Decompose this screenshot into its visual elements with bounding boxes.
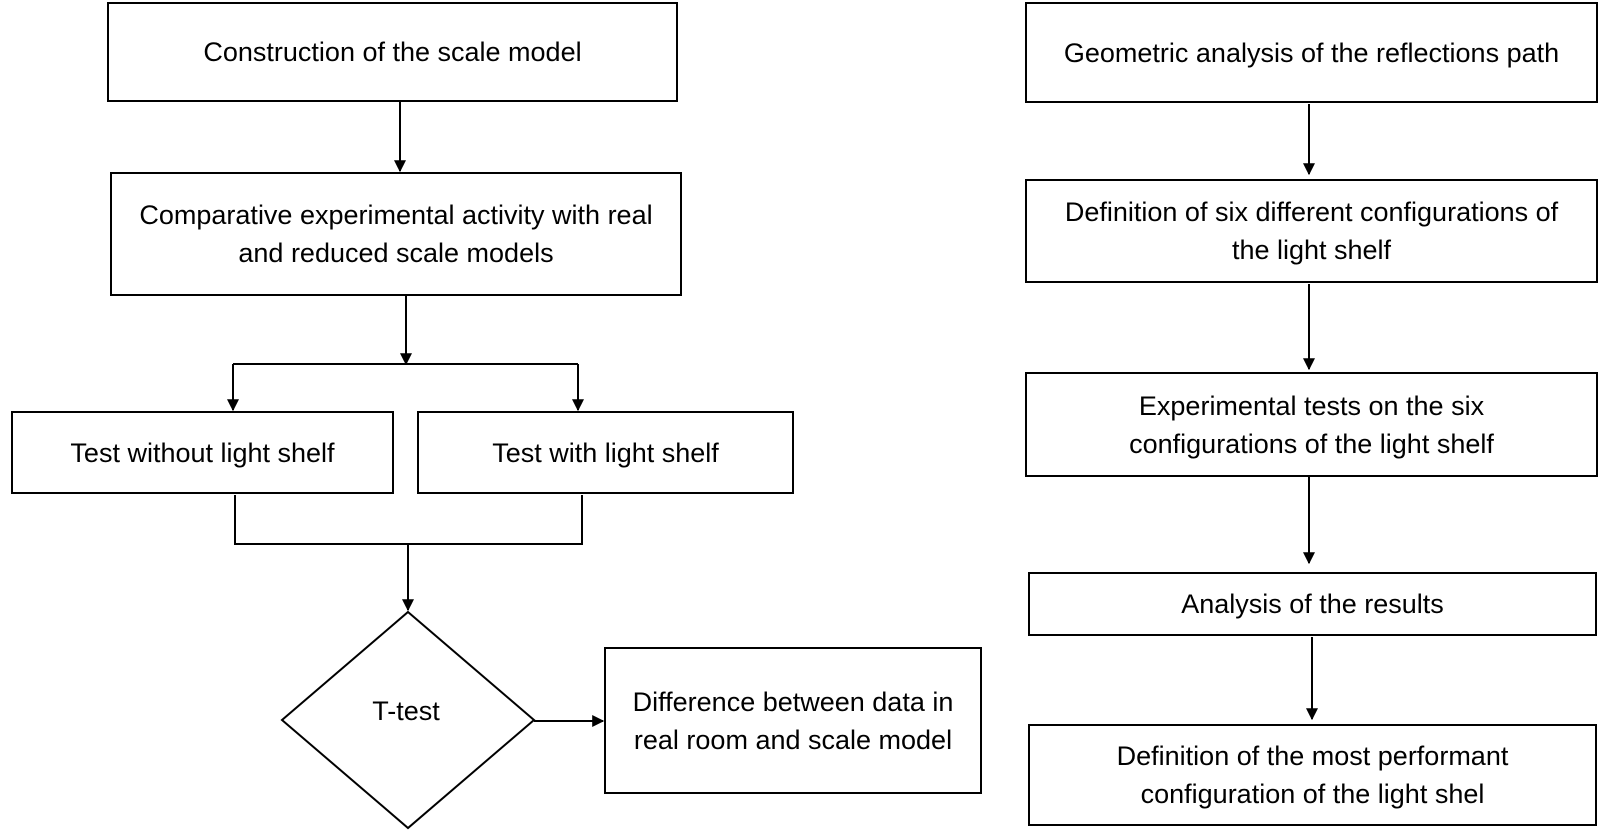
definition-six-label: Definition of six different configuratio… [1064,197,1559,265]
comparative-box: Comparative experimental activity with r… [110,172,682,296]
most-performant-box: Definition of the most performant config… [1028,724,1597,826]
test-with-label: Test with light shelf [492,437,719,468]
difference-box: Difference between data in real room and… [604,647,982,794]
analysis-label: Analysis of the results [1181,589,1444,619]
t-test-diamond [280,610,536,830]
merge-connector [234,495,583,545]
test-without-label: Test without light shelf [70,437,335,468]
difference-label: Difference between data in real room and… [632,686,954,755]
t-test-label: T-test [372,696,440,726]
comparative-label: Comparative experimental activity with r… [139,200,653,268]
experimental-tests-box: Experimental tests on the six configurat… [1025,372,1598,477]
geometric-analysis-box: Geometric analysis of the reflections pa… [1025,2,1598,103]
test-with-box: Test with light shelf [417,411,794,494]
construction-box: Construction of the scale model [107,2,678,102]
definition-six-box: Definition of six different configuratio… [1025,179,1598,283]
experimental-tests-label: Experimental tests on the six configurat… [1129,390,1494,459]
analysis-box: Analysis of the results [1028,572,1597,636]
construction-label: Construction of the scale model [203,37,582,67]
geometric-analysis-label: Geometric analysis of the reflections pa… [1063,37,1560,68]
test-without-box: Test without light shelf [11,411,394,494]
most-performant-label: Definition of the most performant config… [1116,741,1509,809]
